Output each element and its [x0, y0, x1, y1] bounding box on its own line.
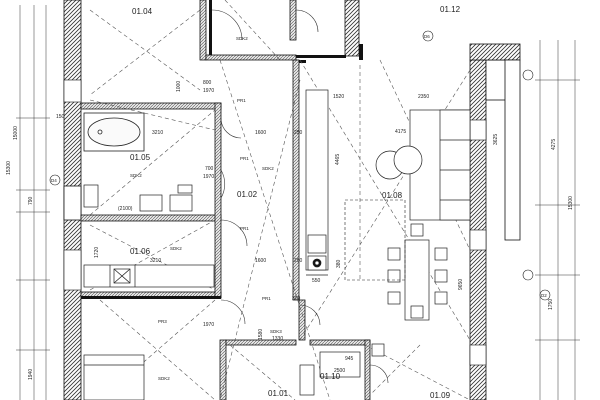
- dim-label: 150: [56, 114, 65, 120]
- heavy-walls: [81, 0, 363, 299]
- room-label-01-06: 01.06: [130, 247, 151, 256]
- tag-label: SDK2: [158, 376, 170, 381]
- dim-label: 1940: [28, 369, 34, 380]
- room-label-01-01: 01.01: [268, 389, 289, 398]
- dim-label: 2500: [334, 368, 345, 374]
- living-furniture: [375, 109, 471, 221]
- dim-label: 380: [336, 259, 342, 268]
- dim-label: 1600: [255, 130, 266, 136]
- tag-label: D6: [424, 34, 430, 39]
- tag-label: PR1: [262, 296, 271, 301]
- tag-label: SDK2: [262, 166, 274, 171]
- dim-label: 300: [292, 296, 301, 302]
- dim-label: 1750: [548, 299, 554, 310]
- dining-set: [387, 223, 448, 321]
- exterior-wall-openings: [63, 79, 487, 366]
- dim-label: 1580: [258, 329, 264, 340]
- dim-label: (2100): [118, 206, 133, 212]
- dim-label: 1000: [176, 81, 182, 92]
- axis-markers: [49, 30, 551, 301]
- dim-label: 2350: [418, 94, 429, 100]
- hallway-outline: [344, 199, 406, 281]
- bathtub: [83, 112, 145, 152]
- dim-label: 4465: [335, 154, 341, 165]
- tag-label: D4: [51, 178, 57, 183]
- dim-label: 15300: [6, 161, 12, 175]
- dim-label: 1720: [94, 247, 100, 258]
- counter-row: [83, 264, 215, 288]
- right-dimension-lines: [535, 40, 580, 400]
- dim-label: 4175: [395, 129, 406, 135]
- dim-label: 700: [205, 166, 214, 172]
- bed: [83, 354, 145, 400]
- dim-label: 3625: [493, 134, 499, 145]
- dim-label: 1600: [255, 258, 266, 264]
- tag-label: PR1: [240, 156, 249, 161]
- room-label-01-08: 01.08: [382, 191, 403, 200]
- dim-label: 3210: [150, 258, 161, 264]
- dim-label: 1970: [203, 174, 214, 180]
- dim-label: 1970: [203, 88, 214, 94]
- tag-label: PR3: [158, 319, 167, 324]
- dim-label: 15300: [568, 196, 574, 210]
- room-label-01-12: 01.12: [440, 5, 461, 14]
- dim-label: 250: [294, 258, 303, 264]
- room-label-01-09: 01.09: [430, 391, 451, 400]
- outer-walls: [63, 0, 521, 400]
- room-label-01-04: 01.04: [132, 7, 153, 16]
- dim-label: 1970: [203, 322, 214, 328]
- tag-label: SDK2: [236, 36, 248, 41]
- dim-label: 800: [203, 80, 212, 86]
- bathroom-fixtures: [83, 184, 193, 212]
- room-label-01-10: 01.10: [320, 372, 341, 381]
- small-room-fixtures: [299, 343, 385, 396]
- tag-label: SDK3: [270, 329, 282, 334]
- left-dimension-lines: [16, 5, 50, 400]
- tag-label: PR1: [237, 98, 246, 103]
- dim-label: 945: [345, 356, 354, 362]
- dim-label: 9650: [458, 279, 464, 290]
- tag-label: D2: [541, 293, 547, 298]
- dim-label: 3210: [152, 130, 163, 136]
- dim-label: 4275: [551, 139, 557, 150]
- dim-label: 250: [294, 130, 303, 136]
- tag-label: PR1: [240, 226, 249, 231]
- door-swings: [211, 9, 389, 384]
- dim-label: 550: [312, 278, 321, 284]
- tag-label: SDK2: [130, 173, 142, 178]
- room-label-01-02: 01.02: [237, 190, 258, 199]
- kitchen-counter: [305, 89, 329, 276]
- dim-label: 1330: [272, 336, 283, 342]
- dim-label: 15000: [13, 126, 19, 140]
- tag-label: SDK2: [170, 246, 182, 251]
- room-label-01-05: 01.05: [130, 153, 151, 162]
- dim-label: 790: [28, 196, 34, 205]
- dim-label: 1520: [333, 94, 344, 100]
- inner-walls: [80, 0, 371, 400]
